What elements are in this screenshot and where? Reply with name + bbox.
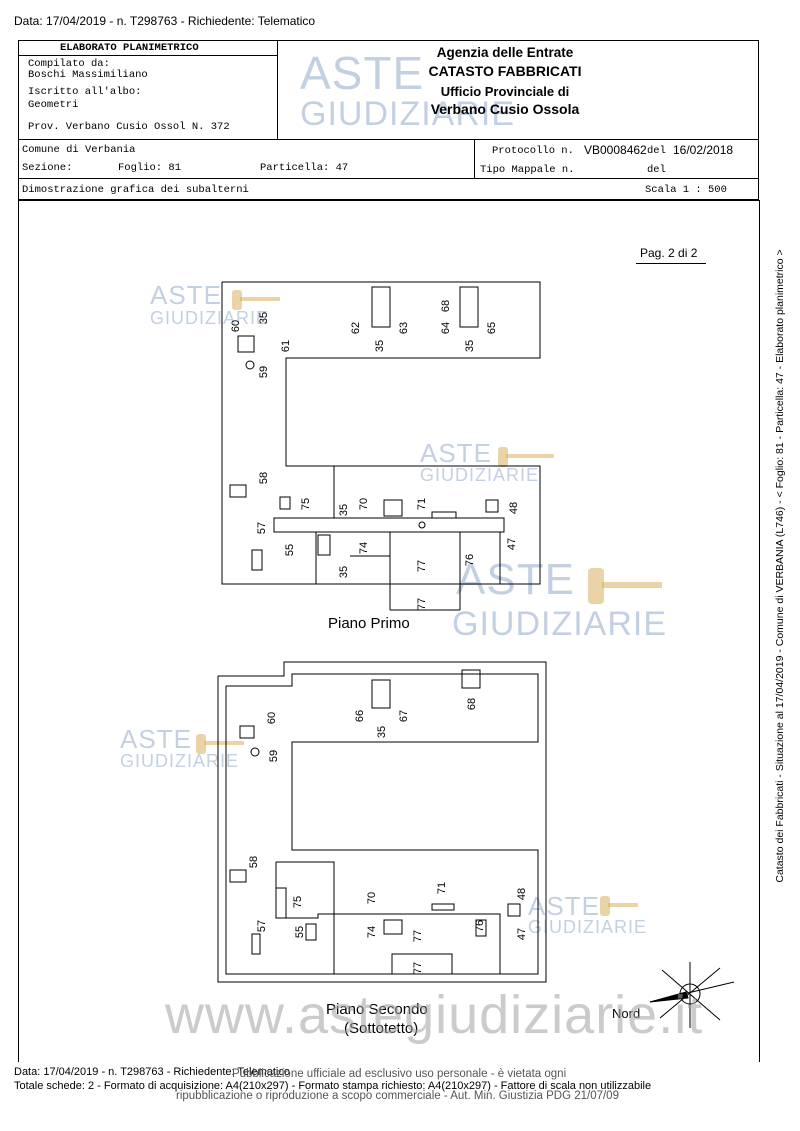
- side-vertical-text: Catasto dei Fabbricati - Situazione al 1…: [774, 248, 786, 883]
- footer-line1: Data: 17/04/2019 - n. T298763 - Richiede…: [14, 1066, 290, 1078]
- watermark-giudiziarie-5: GIUDIZIARIE: [528, 917, 648, 937]
- side-vertical-text-wrapper: Catasto dei Fabbricati - Situazione al 1…: [770, 0, 790, 1131]
- agency-line3: Ufficio Provinciale di: [440, 84, 570, 99]
- iscritto-value: Geometri: [28, 99, 79, 111]
- dimostrazione: Dimostrazione grafica dei subalterni: [22, 184, 249, 196]
- room-number: 57: [256, 919, 269, 933]
- watermark-giudiziarie-2: GIUDIZIARIE: [420, 465, 540, 485]
- page-number: Pag. 2 di 2: [640, 246, 698, 260]
- watermark-aste-2: ASTE: [420, 438, 492, 468]
- room-number: 70: [366, 891, 379, 905]
- north-label: Nord: [612, 1006, 641, 1021]
- room-number: 60: [266, 711, 279, 725]
- north-compass-icon: [649, 962, 735, 1028]
- del-label: del: [647, 145, 666, 157]
- agency-line2: CATASTO FABBRICATI: [428, 63, 582, 79]
- room-number: 76: [474, 919, 487, 933]
- protocollo-label: Protocollo n.: [492, 145, 574, 157]
- watermark-aste-1: ASTE: [150, 280, 222, 310]
- footer-overlay1: Pubblicazione ufficiale ad esclusivo uso…: [232, 1068, 567, 1080]
- foglio: Foglio: 81: [118, 162, 182, 174]
- compilato-name: Boschi Massimiliano: [28, 69, 148, 81]
- room-number: 59: [268, 749, 281, 763]
- watermark-aste-3: ASTE: [456, 555, 575, 604]
- room-number: 55: [294, 925, 307, 939]
- sezione-label: Sezione:: [22, 162, 73, 174]
- watermark-aste-header: ASTE: [300, 47, 425, 99]
- protocollo-value: VB0008462: [584, 143, 647, 157]
- del-label-2: del: [647, 164, 666, 176]
- room-number: 77: [412, 929, 425, 943]
- watermark-aste-5: ASTE: [528, 891, 600, 921]
- compilato-label: Compilato da:: [28, 58, 110, 70]
- room-number: 66: [354, 709, 367, 723]
- iscritto-label: Iscritto all'albo:: [28, 86, 142, 98]
- provincia: Prov. Verbano Cusio Ossol N. 372: [28, 121, 230, 133]
- piano-secondo-sublabel: (Sottotetto): [344, 1020, 419, 1037]
- room-number: 48: [516, 887, 529, 901]
- watermark-giudiziarie-3: GIUDIZIARIE: [452, 605, 668, 643]
- protocollo-date: 16/02/2018: [673, 143, 734, 157]
- room-number: 75: [292, 895, 305, 909]
- room-number: 35: [376, 725, 389, 739]
- scala: Scala 1 : 500: [645, 184, 727, 196]
- tipo-mappale: Tipo Mappale n.: [480, 164, 575, 176]
- room-number: 47: [516, 927, 529, 941]
- header-box: [18, 40, 759, 200]
- site-watermark: www.astegiudiziarie.it: [165, 985, 704, 1045]
- room-number: 71: [436, 881, 449, 895]
- agency-line1: Agenzia delle Entrate: [436, 45, 574, 60]
- agency-line4: Verbano Cusio Ossola: [430, 101, 580, 117]
- room-number: 58: [248, 855, 261, 869]
- top-data-line: Data: 17/04/2019 - n. T298763 - Richiede…: [14, 14, 316, 28]
- watermark-aste-4: ASTE: [120, 724, 192, 754]
- watermark-giudiziarie-header: GIUDIZIARIE: [300, 95, 516, 133]
- room-number: 68: [466, 697, 479, 711]
- room-number: 77: [412, 961, 425, 975]
- room-number: 67: [398, 709, 411, 723]
- piano-secondo-label: Piano Secondo: [326, 1001, 428, 1018]
- room-number: 74: [366, 925, 379, 939]
- watermark-giudiziarie-1: GIUDIZIARIE: [150, 308, 270, 328]
- watermark-giudiziarie-4: GIUDIZIARIE: [120, 751, 240, 771]
- piano-primo-label: Piano Primo: [328, 615, 410, 632]
- header-title: ELABORATO PLANIMETRICO: [60, 42, 199, 54]
- particella: Particella: 47: [260, 162, 349, 174]
- footer-line2: Totale schede: 2 - Formato di acquisizio…: [14, 1080, 652, 1092]
- footer-overlay2: ripubblicazione o riproduzione a scopo c…: [176, 1090, 619, 1102]
- comune: Comune di Verbania: [22, 144, 136, 156]
